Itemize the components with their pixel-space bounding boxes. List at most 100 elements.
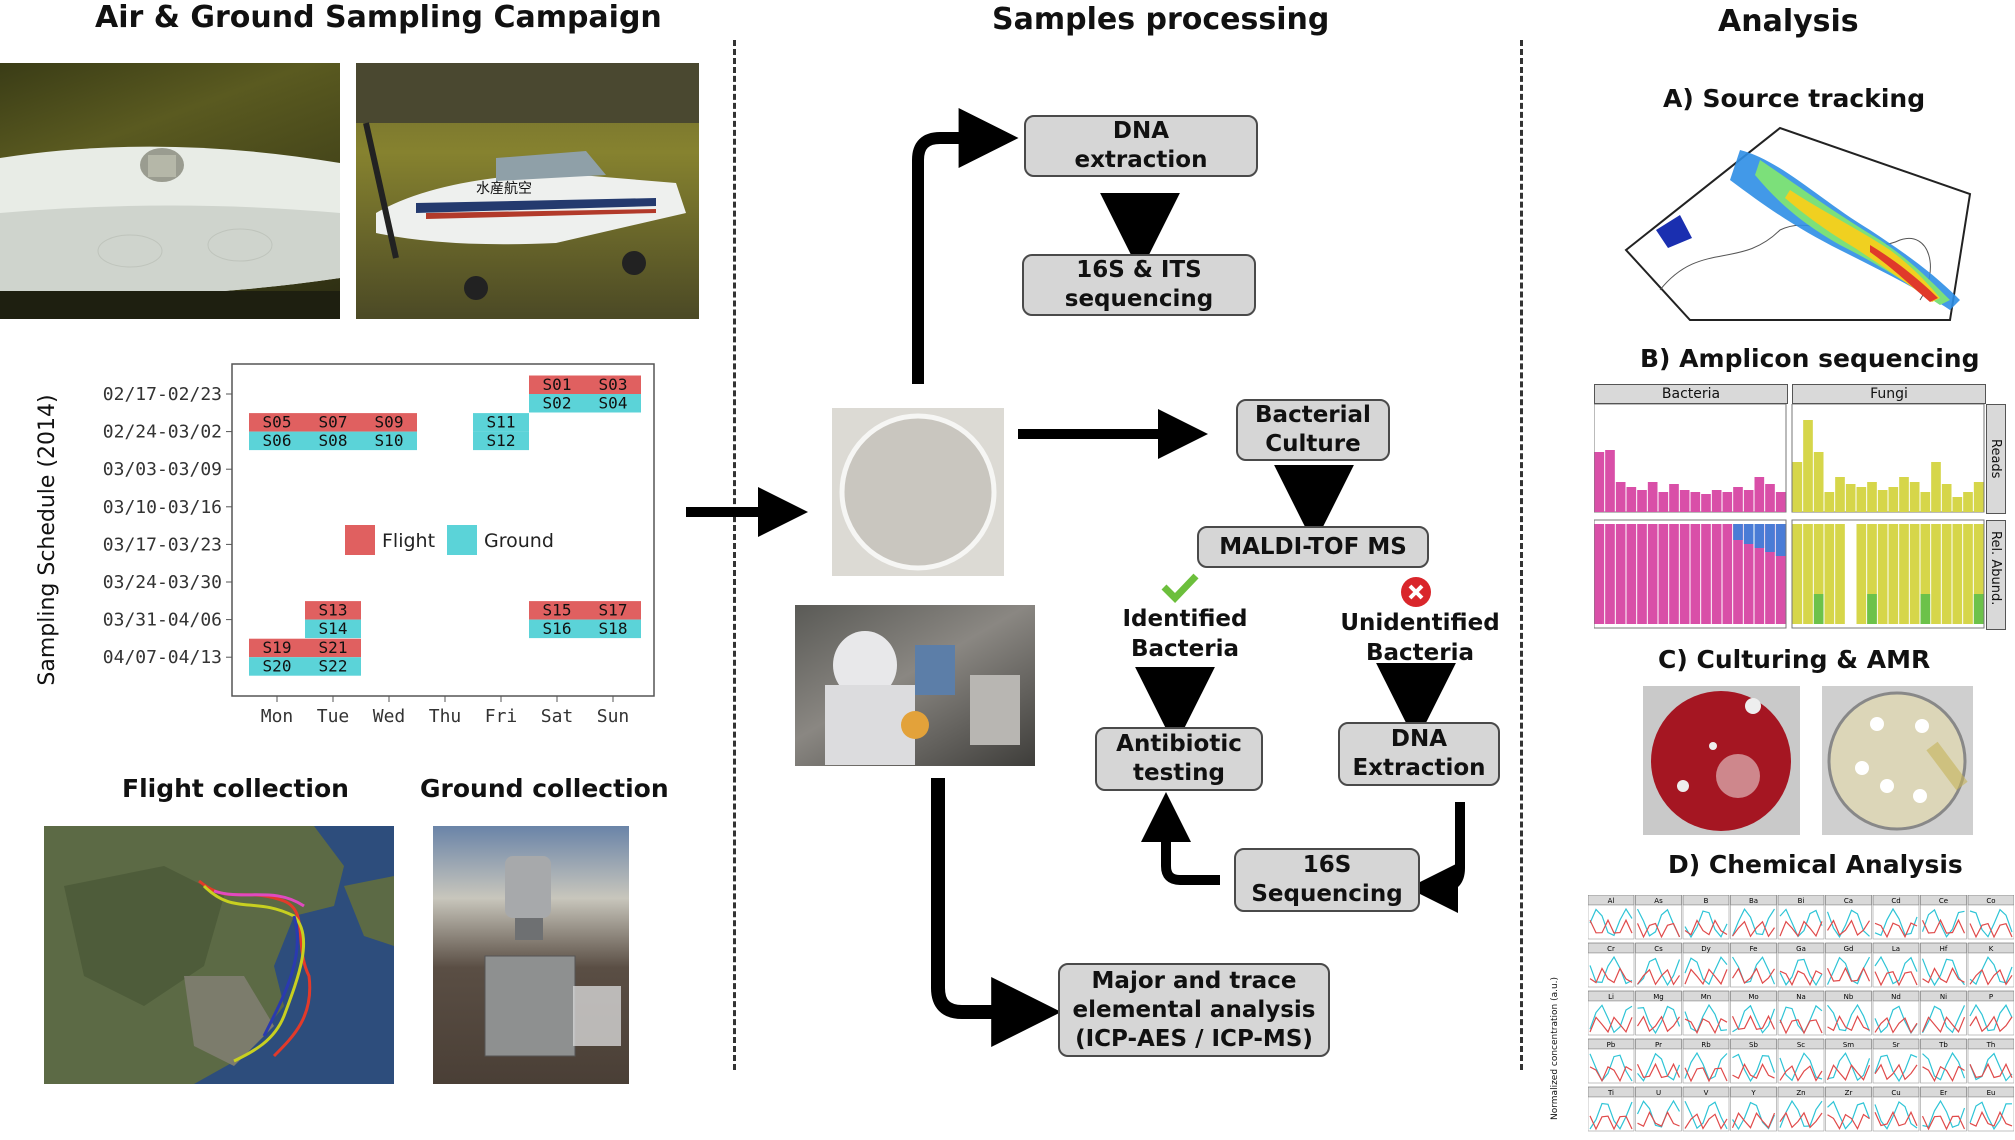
amplicon-bar [1952,497,1963,512]
unidentified-bacteria-label: Unidentified Bacteria [1340,610,1500,666]
schedule-cell-s11 [473,413,529,432]
svg-text:Mg: Mg [1653,993,1663,1001]
ground-collection-title: Ground collection [420,774,669,803]
amplicon-bar [1813,452,1824,512]
schedule-week-label: 04/07-04/13 [103,647,222,668]
aircraft-plane-photo: 水産航空 [356,63,699,319]
amplicon-rel-strip: Rel. Abund. [1986,520,2006,630]
chem-facet: Ba [1730,895,1777,940]
svg-text:Nb: Nb [1844,993,1854,1001]
amplicon-rel-bar [1701,524,1711,624]
schedule-cell-s14 [305,619,361,639]
amplicon-bar [1803,420,1813,512]
svg-text:Pb: Pb [1607,1041,1616,1049]
amplicon-rel-bar [1637,524,1647,624]
svg-text:Sr: Sr [1892,1041,1899,1049]
chem-facet: Tb [1920,1038,1967,1084]
amplicon-bar [1792,462,1803,512]
arrow-16s-to-antibiotic [1141,792,1220,885]
chem-facet: Nb [1825,990,1872,1036]
amplicon-bar [1973,482,1984,512]
amplicon-rel-bar [1867,524,1877,624]
chem-facet: Li [1588,990,1635,1036]
amplicon-rel-bar [1775,524,1786,556]
svg-text:Rb: Rb [1701,1041,1711,1049]
chem-facet: La [1872,942,1920,988]
arrow-dna-to-16s [1408,802,1465,913]
amplicon-bar [1867,482,1877,512]
schedule-day-label: Sat [541,706,574,727]
svg-text:As: As [1654,897,1663,905]
schedule-cell-label: S19 [263,638,292,657]
amplicon-rel-bar [1973,524,1984,624]
chem-facet: Y [1730,1086,1777,1132]
schedule-cell-s18 [585,619,641,639]
amr-disc-plate-photo [1822,686,1973,835]
amplicon-bar [1845,484,1856,512]
schedule-cell-s20 [249,657,305,676]
amplicon-bar [1888,487,1899,512]
amplicon-bar [1637,490,1647,512]
amplicon-bar [1626,487,1637,512]
amplicon-bar [1920,492,1931,512]
svg-text:Hf: Hf [1940,945,1948,953]
schedule-cell-s01 [529,375,585,394]
schedule-cell-label: S15 [543,601,572,620]
svg-text:K: K [1989,945,1994,953]
legend-ground-swatch [447,525,477,555]
schedule-week-label: 02/24-03/02 [103,422,222,443]
cross-icon [1401,577,1431,607]
amplicon-bar [1899,477,1909,512]
chem-facet: Gd [1825,942,1872,988]
chem-facet: Nd [1872,990,1920,1036]
chem-facet: Cr [1588,942,1635,988]
chem-facet: Co [1967,895,2014,940]
schedule-week-label: 03/10-03/16 [103,497,222,518]
svg-text:B: B [1704,897,1709,905]
amplicon-rel-bar [1856,524,1867,624]
aircraft-wing-illustration [0,146,340,319]
amplicon-facet [1791,519,1985,629]
chemical-analysis-title: D) Chemical Analysis [1668,850,1963,879]
amplicon-bars [1594,404,1985,629]
chem-facet: Zr [1825,1086,1872,1132]
svg-text:Sc: Sc [1797,1041,1805,1049]
amplicon-bar [1765,484,1775,512]
schedule-cell-label: S20 [263,657,292,676]
schedule-week-label: 02/17-02/23 [103,384,222,405]
divider-left [733,40,736,1070]
amplicon-rel-bar [1754,524,1765,548]
schedule-cell-s19 [249,638,305,658]
chem-facet: Ti [1588,1086,1635,1132]
amplicon-bar [1941,484,1952,512]
schedule-cell-label: S05 [263,413,292,432]
chem-facet: Eu [1967,1086,2014,1132]
schedule-cell-label: S03 [599,375,628,394]
amplicon-rel-bar [1824,524,1835,624]
svg-text:P: P [1989,993,1993,1001]
amplicon-rel-bar [1941,524,1952,624]
amplicon-rel-bar [1952,524,1963,624]
maldi-box: MALDI-TOF MS [1197,526,1429,568]
amplicon-rel-bar [1963,524,1973,624]
schedule-week-label: 03/24-03/30 [103,572,222,593]
amplicon-bar [1877,490,1888,512]
amplicon-rel-bar [1835,524,1845,624]
amplicon-bar [1615,482,1626,512]
chem-facet: Th [1967,1038,2014,1084]
chem-facet: K [1967,942,2014,988]
schedule-day-label: Thu [429,706,462,727]
analysis-title: Analysis [1718,4,1859,39]
amplicon-bar [1658,492,1669,512]
schedule-cell-s12 [473,431,529,451]
blood-agar-plate-photo [1643,686,1800,835]
chem-facet: Mo [1730,990,1777,1036]
svg-text:Ca: Ca [1844,897,1853,905]
svg-text:Sb: Sb [1749,1041,1758,1049]
svg-text:Er: Er [1940,1089,1947,1097]
schedule-cell-label: S16 [543,619,572,638]
schedule-day-label: Tue [317,706,350,727]
chem-facet: Sc [1777,1038,1825,1084]
schedule-cell-s17 [585,601,641,620]
chem-facet: Ga [1777,942,1825,988]
